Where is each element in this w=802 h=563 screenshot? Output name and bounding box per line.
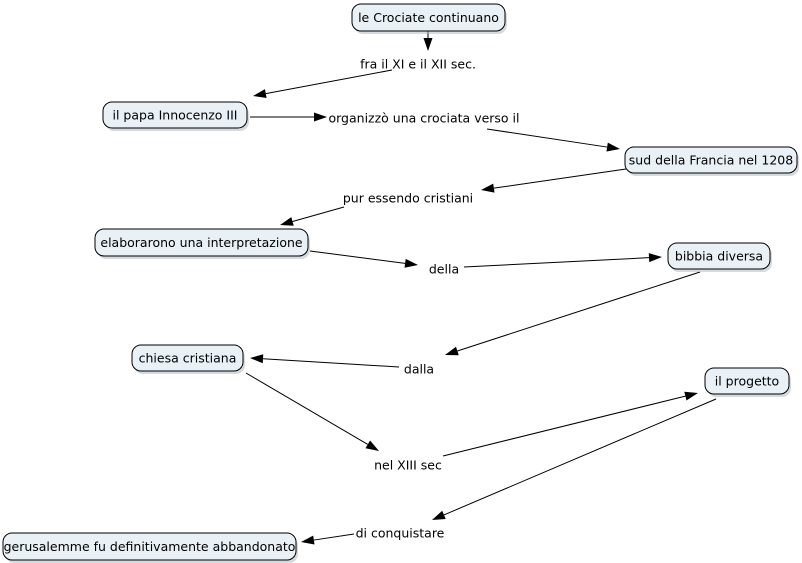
arrow-line [245, 372, 369, 445]
arrow-line [443, 398, 717, 516]
concept-elaborarono-una-interpretazione[interactable]: elaborarono una interpretazione [94, 228, 310, 259]
concept-label: elaborarono una interpretazione [100, 235, 303, 250]
concept-box[interactable] [667, 242, 771, 270]
arrow-line [457, 271, 701, 352]
linking-phrase-pur-essendo-cristiani[interactable]: pur essendo cristiani [343, 191, 473, 206]
arrowhead-icon [365, 440, 379, 451]
concept-box[interactable] [2, 532, 297, 561]
concept-il-papa-innocenzo-iii[interactable]: il papa Innocenzo III [102, 101, 249, 131]
arrow-bibbia-diversa-to-dalla [445, 271, 701, 356]
arrow-line [463, 257, 650, 268]
concept-box[interactable] [704, 367, 790, 395]
concept-label: sud della Francia nel 1208 [629, 153, 793, 168]
arrow-line [292, 206, 345, 222]
arrow-nel-xiii-sec-to-il-progetto [442, 391, 698, 457]
concept-label: chiesa cristiana [139, 351, 237, 366]
arrowhead-icon [423, 38, 433, 51]
concept-box[interactable] [131, 344, 244, 372]
arrow-organizzo-una-crociata-to-sud-della-francia-1208 [486, 128, 620, 152]
arrowhead-icon [253, 89, 267, 99]
arrow-line [313, 533, 355, 541]
arrow-line [493, 168, 627, 189]
arrow-il-papa-innocenzo-iii-to-organizzo-una-crociata [250, 112, 327, 122]
arrow-fra-xi-xii-sec-to-il-papa-innocenzo-iii [253, 69, 393, 99]
arrowhead-icon [606, 142, 620, 152]
linking-phrase-fra-xi-xii-sec[interactable]: fra il XI e il XII sec. [360, 57, 476, 72]
concept-box[interactable] [102, 101, 248, 129]
concept-label: le Crociate continuano [358, 10, 499, 25]
concept-box[interactable] [351, 3, 506, 32]
arrow-line [265, 69, 393, 95]
arrow-line [309, 250, 406, 264]
arrowhead-icon [314, 112, 327, 122]
arrow-line [442, 395, 686, 457]
arrow-pur-essendo-cristiani-to-elaborarono-una-interpretazione [280, 206, 345, 226]
concept-gerusalemme-abbandonato[interactable]: gerusalemme fu definitivamente abbandona… [2, 532, 298, 563]
linking-phrase-nel-xiii-sec[interactable]: nel XIII sec [374, 458, 442, 473]
concept-label: il progetto [715, 374, 779, 389]
concept-box[interactable] [94, 228, 309, 257]
arrowhead-icon [280, 217, 294, 226]
linking-phrase-dalla[interactable]: dalla [404, 362, 434, 377]
arrowhead-icon [250, 354, 264, 364]
arrowhead-icon [481, 183, 495, 193]
concept-label: bibbia diversa [675, 249, 763, 264]
arrowhead-icon [301, 535, 315, 545]
arrow-di-conquistare-to-gerusalemme-abbandonato [301, 533, 355, 545]
arrowhead-icon [432, 510, 446, 520]
arrow-il-progetto-to-di-conquistare [432, 398, 717, 520]
arrow-chiesa-cristiana-to-nel-xiii-sec [245, 372, 379, 451]
concept-chiesa-cristiana[interactable]: chiesa cristiana [131, 344, 245, 374]
concept-il-progetto[interactable]: il progetto [704, 367, 791, 397]
linking-phrase-organizzo-una-crociata[interactable]: organizzò una crociata verso il [328, 111, 519, 126]
concept-le-crociate-continuano[interactable]: le Crociate continuano [351, 3, 507, 34]
concept-label: gerusalemme fu definitivamente abbandona… [4, 539, 296, 554]
arrow-line [486, 128, 608, 148]
concept-box[interactable] [624, 146, 798, 174]
arrow-line [262, 358, 400, 368]
linking-phrase-di-conquistare[interactable]: di conquistare [356, 526, 445, 541]
arrowhead-icon [445, 346, 459, 356]
concept-bibbia-diversa[interactable]: bibbia diversa [667, 242, 772, 272]
arrow-della-to-bibbia-diversa [463, 253, 662, 268]
concept-label: il papa Innocenzo III [113, 108, 238, 123]
arrow-sud-della-francia-1208-to-pur-essendo-cristiani [481, 168, 627, 193]
arrowhead-icon [684, 391, 698, 401]
arrow-dalla-to-chiesa-cristiana [250, 354, 400, 368]
linking-phrase-della[interactable]: della [429, 262, 459, 277]
arrow-elaborarono-una-interpretazione-to-della [309, 250, 418, 268]
arrowhead-icon [404, 258, 418, 268]
concept-sud-della-francia-1208[interactable]: sud della Francia nel 1208 [624, 146, 799, 176]
arrowhead-icon [648, 253, 662, 263]
